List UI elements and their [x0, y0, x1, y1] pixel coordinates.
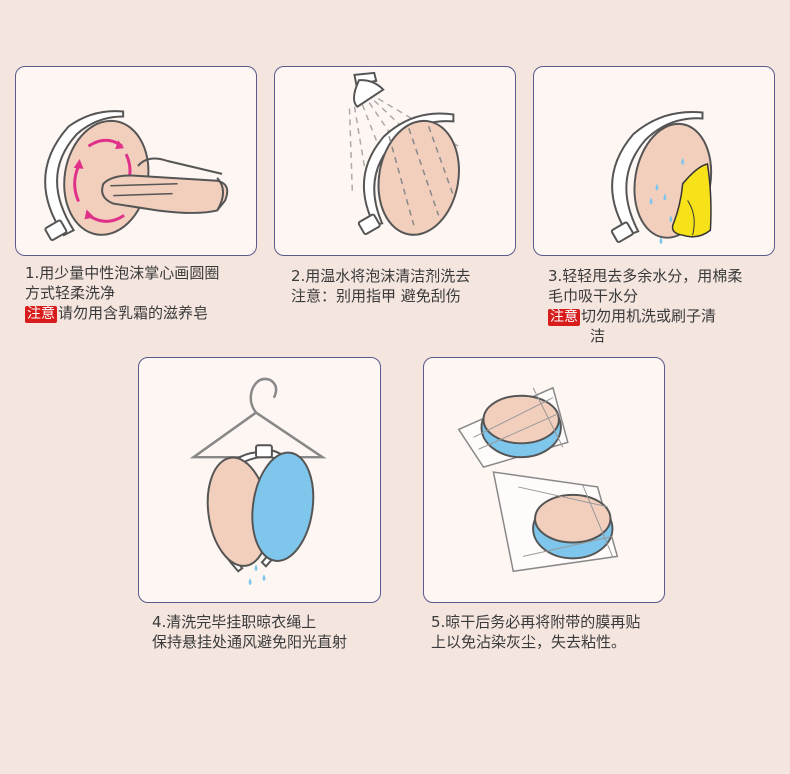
step-1-note-line: 注意请勿用含乳霜的滋养皂 [25, 303, 219, 323]
step-4-line-2: 保持悬挂处通风避免阳光直射 [152, 633, 348, 651]
film-wrap-illustration [457, 386, 619, 573]
step-3-caption: 3.轻轻甩去多余水分，用棉柔 毛巾吸干水分 注意切勿用机洗或刷子清 洁 [548, 266, 742, 346]
step-5-card [423, 357, 665, 603]
step-2-line-2: 注意：别用指甲 避免刮伤 [291, 287, 461, 305]
note-badge: 注意 [25, 306, 57, 323]
step-3-note-line: 注意切勿用机洗或刷子清 [548, 306, 742, 326]
step-3-note-text: 切勿用机洗或刷子清 [581, 307, 717, 325]
step-3-card [533, 66, 775, 256]
step-3-line-1: 3.轻轻甩去多余水分，用棉柔 [548, 267, 743, 285]
hand-washing-illustration [44, 110, 229, 241]
step-3-note-cont: 洁 [590, 327, 606, 345]
step-5-line-1: 5.晾干后务必再将附带的膜再贴 [431, 613, 641, 631]
step-3-line-2: 毛巾吸干水分 [548, 287, 639, 305]
step-1-caption: 1.用少量中性泡沫掌心画圆圈 方式轻柔洗净 注意请勿用含乳霜的滋养皂 [25, 263, 219, 323]
step-5-line-2: 上以免沾染灰尘，失去粘性。 [431, 633, 627, 651]
step-5-caption: 5.晾干后务必再将附带的膜再贴 上以免沾染灰尘，失去粘性。 [431, 612, 640, 652]
step-1-line-1: 1.用少量中性泡沫掌心画圆圈 [25, 264, 220, 282]
step-2-line-1: 2.用温水将泡沫清洁剂洗去 [291, 267, 471, 285]
step-2-card [274, 66, 516, 256]
step-2-caption: 2.用温水将泡沫清洁剂洗去 注意：别用指甲 避免刮伤 [291, 266, 470, 306]
towel-dry-illustration [610, 111, 713, 245]
step-4-line-1: 4.清洗完毕挂职晾衣绳上 [152, 613, 317, 631]
step-1-card [15, 66, 257, 256]
step-1-note-text: 请勿用含乳霜的滋养皂 [58, 304, 209, 322]
step-1-line-2: 方式轻柔洗净 [25, 284, 116, 302]
hanger-dry-illustration [189, 377, 327, 586]
note-badge: 注意 [548, 309, 580, 326]
step-4-caption: 4.清洗完毕挂职晾衣绳上 保持悬挂处通风避免阳光直射 [152, 612, 347, 652]
step-4-card [138, 357, 381, 603]
shower-rinse-illustration [348, 71, 460, 236]
